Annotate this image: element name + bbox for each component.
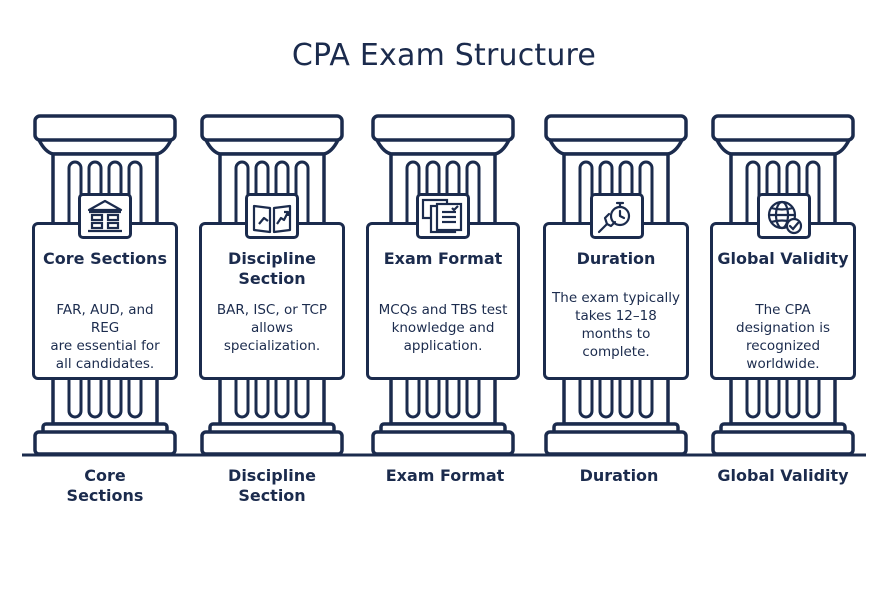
pillar-card-title: Exam Format (383, 249, 503, 268)
pillar-base (371, 430, 515, 456)
exam-papers-icon (416, 193, 470, 239)
pillar-base (544, 430, 688, 456)
pillar-echinus (37, 139, 173, 156)
pillar-card-duration: Duration The exam typically takes 12–18 … (543, 222, 689, 380)
pillar-card-text: The exam typically takes 12–18 months to… (552, 290, 680, 360)
pillar-card-global-validity: Global Validity The CPA designation is r… (710, 222, 856, 380)
bank-building-icon (78, 193, 132, 239)
pillar-capital (200, 114, 344, 142)
pillar-card-title: Discipline Section (228, 249, 316, 288)
globe-check-icon (757, 193, 811, 239)
pillar-base (200, 430, 344, 456)
base-label-discipline-section: Discipline Section (228, 466, 316, 505)
base-label-global-validity: Global Validity (717, 466, 849, 485)
pillar-card-discipline-section: Discipline Section BAR, ISC, or TCP allo… (199, 222, 345, 380)
pillar-capital (711, 114, 855, 142)
pillar-base (711, 430, 855, 456)
pillar-card-title: Core Sections (43, 249, 167, 268)
pillar-echinus (375, 139, 511, 156)
pillar-card-title: Global Validity (717, 249, 849, 268)
base-label-core-sections: Core Sections (66, 466, 144, 505)
pillar-capital (33, 114, 177, 142)
pillar-capital (371, 114, 515, 142)
pillar-capital (544, 114, 688, 142)
pillar-card-exam-format: Exam Format MCQs and TBS test knowledge … (366, 222, 520, 380)
base-label-exam-format: Exam Format (385, 466, 505, 485)
base-label-duration: Duration (579, 466, 659, 485)
pillar-base (33, 430, 177, 456)
open-book-chart-icon (245, 193, 299, 239)
diagram-title: CPA Exam Structure (291, 38, 597, 73)
pillar-card-title: Duration (576, 249, 656, 268)
pillar-card-text: MCQs and TBS test knowledge and applicat… (378, 302, 508, 354)
pillar-card-text: The CPA designation is recognized worldw… (736, 302, 830, 372)
pillar-echinus (715, 139, 851, 156)
pillar-card-text: FAR, AUD, and REG are essential for all … (50, 302, 160, 372)
pillar-echinus (204, 139, 340, 156)
pillar-card-core-sections: Core Sections FAR, AUD, and REG are esse… (32, 222, 178, 380)
pillar-card-text: BAR, ISC, or TCP allows specialization. (216, 302, 328, 354)
hand-stopwatch-icon (590, 193, 644, 239)
pillar-echinus (548, 139, 684, 156)
